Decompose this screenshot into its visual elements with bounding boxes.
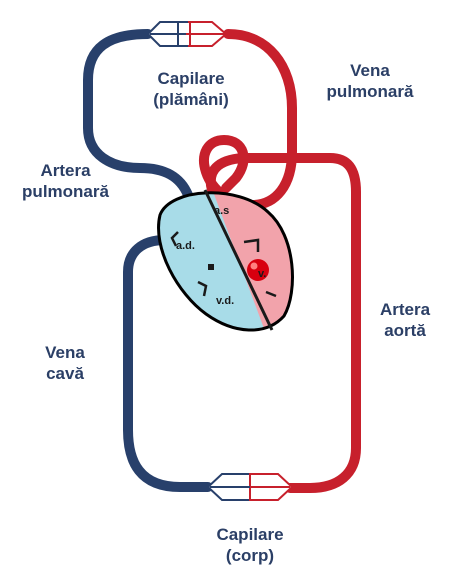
label-lung-capillaries: Capilare (plămâni) [136,68,246,110]
label-right-atrium: a.d. [176,240,195,252]
body-capillary-bed [208,474,292,500]
aorta-line1: Artera [370,299,440,320]
label-aorta: Artera aortă [370,299,440,341]
lung-capillaries-line1: Capilare [136,68,246,89]
pulmonary-vein-line1: Vena [310,60,430,81]
heart [140,170,310,350]
pulmonary-artery-line1: Artera [8,160,123,181]
aorta-line2: aortă [370,320,440,341]
label-left-ventricle: v. [258,268,266,280]
pulmonary-vein-vessel [204,34,292,205]
vena-cava-line2: cavă [30,363,100,384]
label-right-ventricle: v.d. [216,295,234,307]
label-left-atrium: a.s [214,205,229,217]
lung-capillaries-line2: (plămâni) [136,89,246,110]
label-pulmonary-artery: Artera pulmonară [8,160,123,202]
pulmonary-vein-line2: pulmonară [310,81,430,102]
valve-center [208,264,214,270]
label-vena-cava: Vena cavă [30,342,100,384]
lung-capillary-bed [148,22,226,46]
vena-cava-line1: Vena [30,342,100,363]
pulmonary-artery-line2: pulmonară [8,181,123,202]
body-capillaries-line2: (corp) [200,545,300,566]
body-capillaries-line1: Capilare [200,524,300,545]
label-body-capillaries: Capilare (corp) [200,524,300,566]
label-pulmonary-vein: Vena pulmonară [310,60,430,102]
